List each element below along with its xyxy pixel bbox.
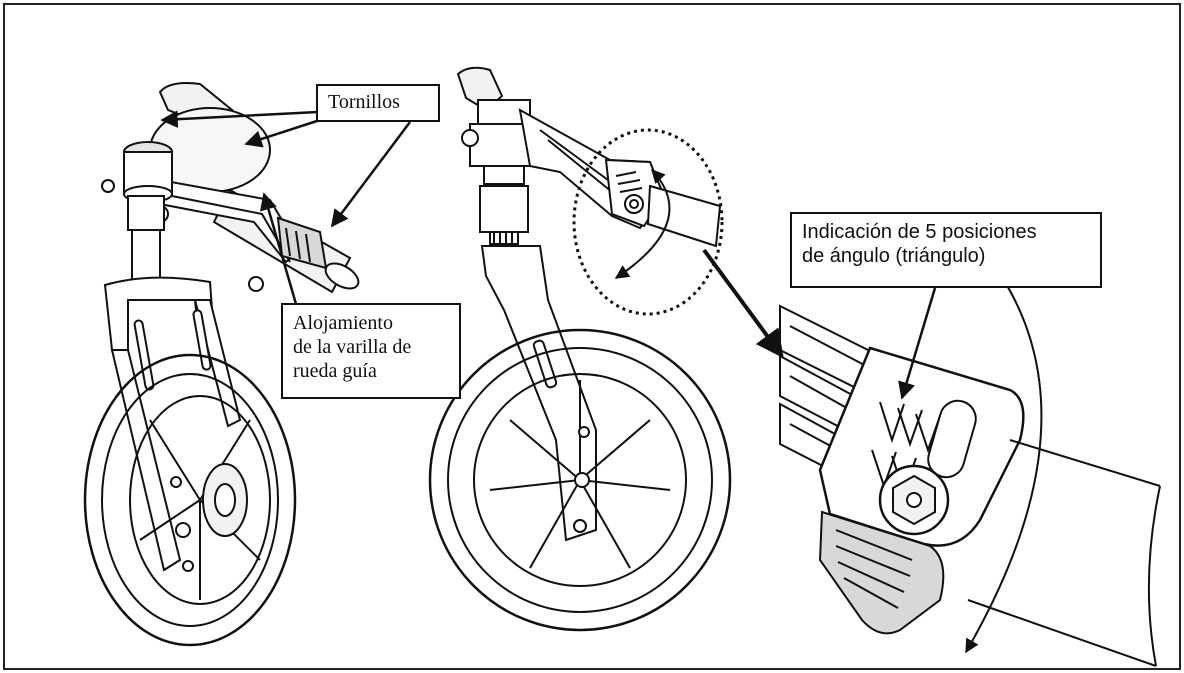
pointer-arrows [160, 110, 937, 400]
callout-angle-positions: Indicación de 5 posiciones de ángulo (tr… [790, 212, 1102, 288]
middle-caster-assembly [428, 66, 732, 632]
screw-arrow-2 [244, 118, 321, 148]
screw-arrow-1 [160, 110, 319, 128]
callout-screws: Tornillos [316, 84, 440, 122]
figure-frame [3, 3, 1181, 670]
angle-arrow [898, 287, 937, 400]
callout-guide-rod-housing: Alojamiento de la varilla de rueda guía [281, 303, 461, 399]
housing-arrow [259, 192, 298, 305]
left-caster-assembly [83, 82, 360, 647]
zoom-arrow [702, 248, 784, 359]
detail-view-angle-indicator [779, 266, 1161, 667]
screw-arrow-3 [330, 121, 411, 228]
